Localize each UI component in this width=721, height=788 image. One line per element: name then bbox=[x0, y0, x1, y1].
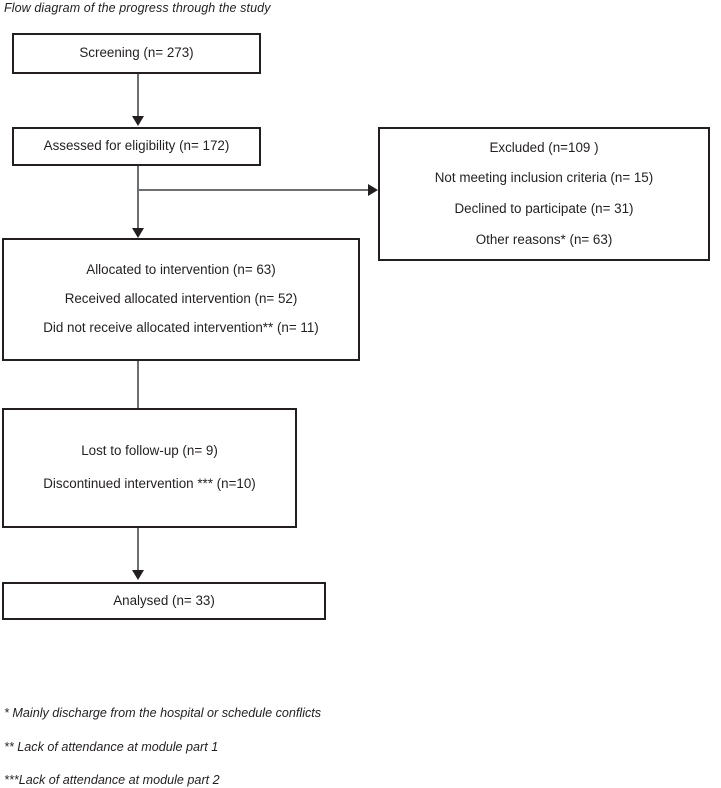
box-excluded: Excluded (n=109 ) Not meeting inclusion … bbox=[378, 127, 710, 261]
arrow-down-icon-analysed bbox=[132, 570, 144, 580]
box-assessed-for-eligibility: Assessed for eligibility (n= 172) bbox=[12, 127, 261, 166]
box-excluded-line-2: Not meeting inclusion criteria (n= 15) bbox=[434, 170, 654, 186]
footnote-single-asterisk: * Mainly discharge from the hospital or … bbox=[4, 706, 322, 720]
arrow-right-icon-excluded bbox=[368, 184, 378, 196]
box-allocation-line-1: Allocated to intervention (n= 63) bbox=[86, 262, 276, 278]
arrow-down-icon-assessed bbox=[132, 116, 144, 126]
box-excluded-line-1: Excluded (n=109 ) bbox=[489, 139, 599, 155]
box-screening-line-1: Screening (n= 273) bbox=[79, 45, 194, 61]
box-excluded-line-4: Other reasons* (n= 63) bbox=[475, 231, 613, 247]
connector-allocated-to-followup bbox=[137, 361, 139, 408]
footnote-double-asterisk: ** Lack of attendance at module part 1 bbox=[4, 740, 219, 754]
box-excluded-line-3: Declined to participate (n= 31) bbox=[454, 201, 634, 216]
connector-assessed-to-allocated bbox=[137, 166, 139, 232]
box-analysed-line-1: Analysed (n= 33) bbox=[113, 592, 215, 608]
box-allocation-line-3: Did not receive allocated intervention**… bbox=[43, 319, 319, 335]
connector-assessed-to-excluded bbox=[137, 189, 370, 191]
connector-followup-to-analysed bbox=[137, 528, 139, 572]
page-title: Flow diagram of the progress through the… bbox=[4, 1, 271, 15]
box-follow-up: Lost to follow-up (n= 9) Discontinued in… bbox=[2, 408, 297, 528]
arrow-down-icon-allocated bbox=[132, 228, 144, 238]
box-assessed-line-1: Assessed for eligibility (n= 172) bbox=[43, 138, 230, 154]
box-follow-up-line-1: Lost to follow-up (n= 9) bbox=[81, 443, 218, 459]
connector-screening-to-assessed bbox=[137, 74, 139, 118]
box-allocation-line-2: Received allocated intervention (n= 52) bbox=[64, 291, 298, 307]
box-allocation: Allocated to intervention (n= 63) Receiv… bbox=[2, 238, 360, 361]
box-analysed: Analysed (n= 33) bbox=[2, 582, 326, 620]
box-screening: Screening (n= 273) bbox=[12, 33, 261, 74]
footnote-triple-asterisk: ***Lack of attendance at module part 2 bbox=[4, 773, 220, 787]
box-follow-up-line-2: Discontinued intervention *** (n=10) bbox=[43, 476, 256, 491]
